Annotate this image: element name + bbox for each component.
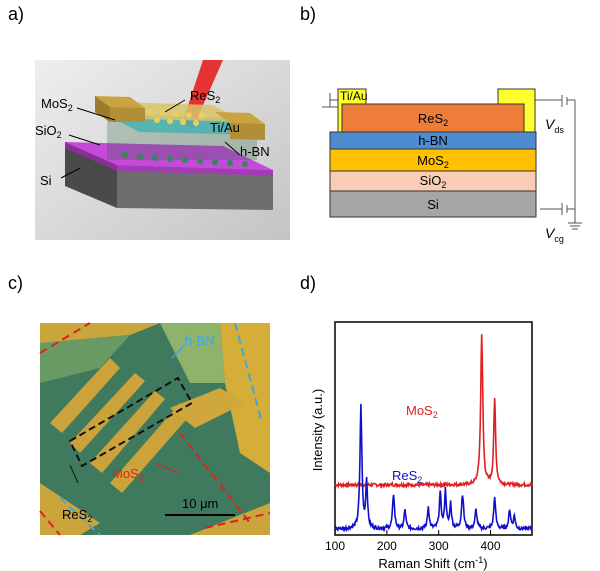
optical-micrograph: h-BN MoS2 ReS2 10 μm <box>39 322 271 536</box>
label-vcg: Vcg <box>545 225 564 244</box>
label-res2: ReS2 <box>418 111 448 128</box>
layer-res2 <box>341 103 525 133</box>
label-res2: ReS2 <box>190 88 220 105</box>
layer-si <box>329 190 537 218</box>
label-mos2: MoS2 <box>41 96 73 113</box>
label-si: Si <box>427 197 439 212</box>
label-hbn: h-BN <box>185 333 215 348</box>
label-vds: Vds <box>545 116 564 135</box>
x-tick-label: 400 <box>481 539 501 553</box>
raman-chart: 100 200 300 400 Raman Shift (cm-1) Intensit… <box>310 321 533 571</box>
panel-b-label: b) <box>300 4 317 24</box>
label-tiau: Ti/Au <box>340 89 368 103</box>
label-res2: ReS2 <box>62 507 92 524</box>
device-3d-illustration: MoS2 SiO2 Si ReS2 Ti/Au h-BN <box>35 60 290 240</box>
label-si: Si <box>40 173 52 188</box>
x-tick-label: 300 <box>429 539 449 553</box>
x-tick-label: 100 <box>325 539 345 553</box>
label-hbn: h-BN <box>240 144 270 159</box>
label-sio2: SiO2 <box>420 173 447 190</box>
series-label-res2: ReS2 <box>392 468 422 485</box>
series-line-0 <box>334 334 533 490</box>
scale-bar-label: 10 μm <box>182 496 218 511</box>
panel-a-label: a) <box>8 4 25 24</box>
label-hbn: h-BN <box>418 133 448 148</box>
label-mos2: MoS2 <box>417 153 449 170</box>
y-axis-label: Intensity (a.u.) <box>310 389 325 471</box>
panel-c-label: c) <box>8 273 23 293</box>
plot-frame <box>334 321 533 536</box>
label-sio2: SiO2 <box>35 123 62 140</box>
x-axis-label: Raman Shift (cm-1) <box>378 555 487 571</box>
x-tick-label: 200 <box>377 539 397 553</box>
label-tiau: Ti/Au <box>210 120 240 135</box>
device-cross-section: Ti/Au ReS2 h-BN MoS2 SiO2 Si Vds Vcg <box>322 88 582 244</box>
label-mos2: MoS2 <box>112 466 144 483</box>
panel-d-label: d) <box>300 273 317 293</box>
series-label-mos2: MoS2 <box>406 403 438 420</box>
series-line-1 <box>334 403 533 533</box>
